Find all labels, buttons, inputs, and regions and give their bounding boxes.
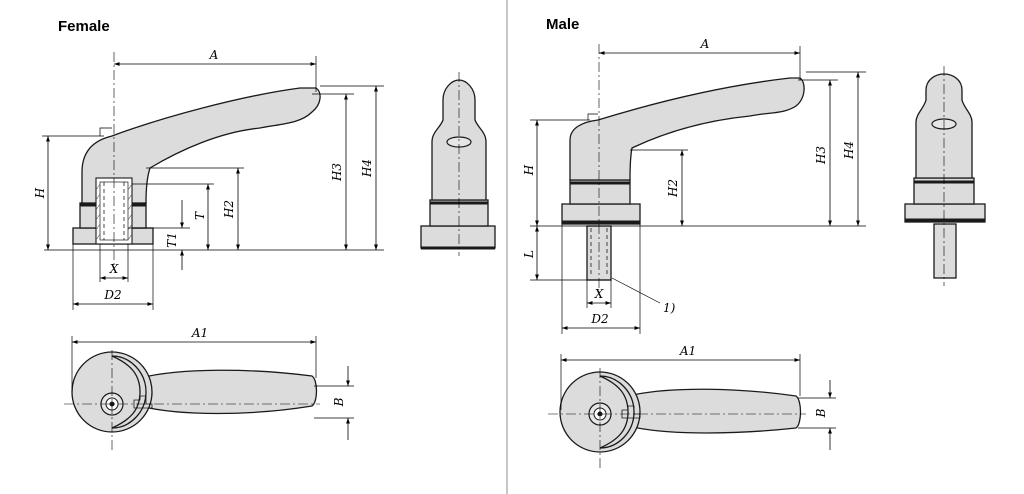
- female-top-dimensions: A1 B: [71, 326, 354, 440]
- female-dim-a: A: [209, 48, 219, 62]
- female-side-view: [44, 52, 384, 270]
- female-dimensions: A H X D2 T1 T H2 H3 H4: [33, 48, 384, 310]
- female-dim-h4: H4: [360, 159, 374, 178]
- male-dim-a1: A1: [679, 344, 696, 358]
- male-dim-l: L: [522, 250, 536, 259]
- female-dim-x: X: [109, 262, 119, 276]
- male-dim-h: H: [522, 164, 536, 176]
- male-note-1: 1): [663, 301, 676, 315]
- male-dim-x: X: [594, 287, 604, 301]
- male-dim-h4: H4: [842, 141, 856, 160]
- female-dim-d2: D2: [103, 288, 121, 302]
- female-top-view: [64, 350, 320, 450]
- male-side-view: [530, 44, 866, 292]
- female-dim-h3: H3: [330, 163, 344, 182]
- female-dim-t1: T1: [165, 232, 179, 248]
- male-dim-d2: D2: [590, 312, 608, 326]
- female-dim-t: T: [193, 211, 207, 220]
- male-heading: Male: [546, 16, 580, 33]
- male-dim-h3: H3: [814, 146, 828, 165]
- female-dim-h: H: [33, 187, 47, 199]
- female-end-view: [420, 72, 496, 256]
- female-dim-b: B: [332, 397, 346, 407]
- male-dim-h2: H2: [666, 179, 680, 198]
- male-dimensions: A H L X D2 1) H2 H3 H4: [522, 37, 866, 334]
- female-dim-h2: H2: [222, 200, 236, 219]
- male-end-view: [904, 66, 986, 286]
- male-dim-b: B: [814, 408, 828, 418]
- female-dim-a1: A1: [191, 326, 208, 340]
- male-top-view: [548, 368, 806, 470]
- female-heading: Female: [58, 18, 110, 35]
- male-dim-a: A: [700, 37, 710, 51]
- male-top-dimensions: A1 B: [560, 344, 836, 450]
